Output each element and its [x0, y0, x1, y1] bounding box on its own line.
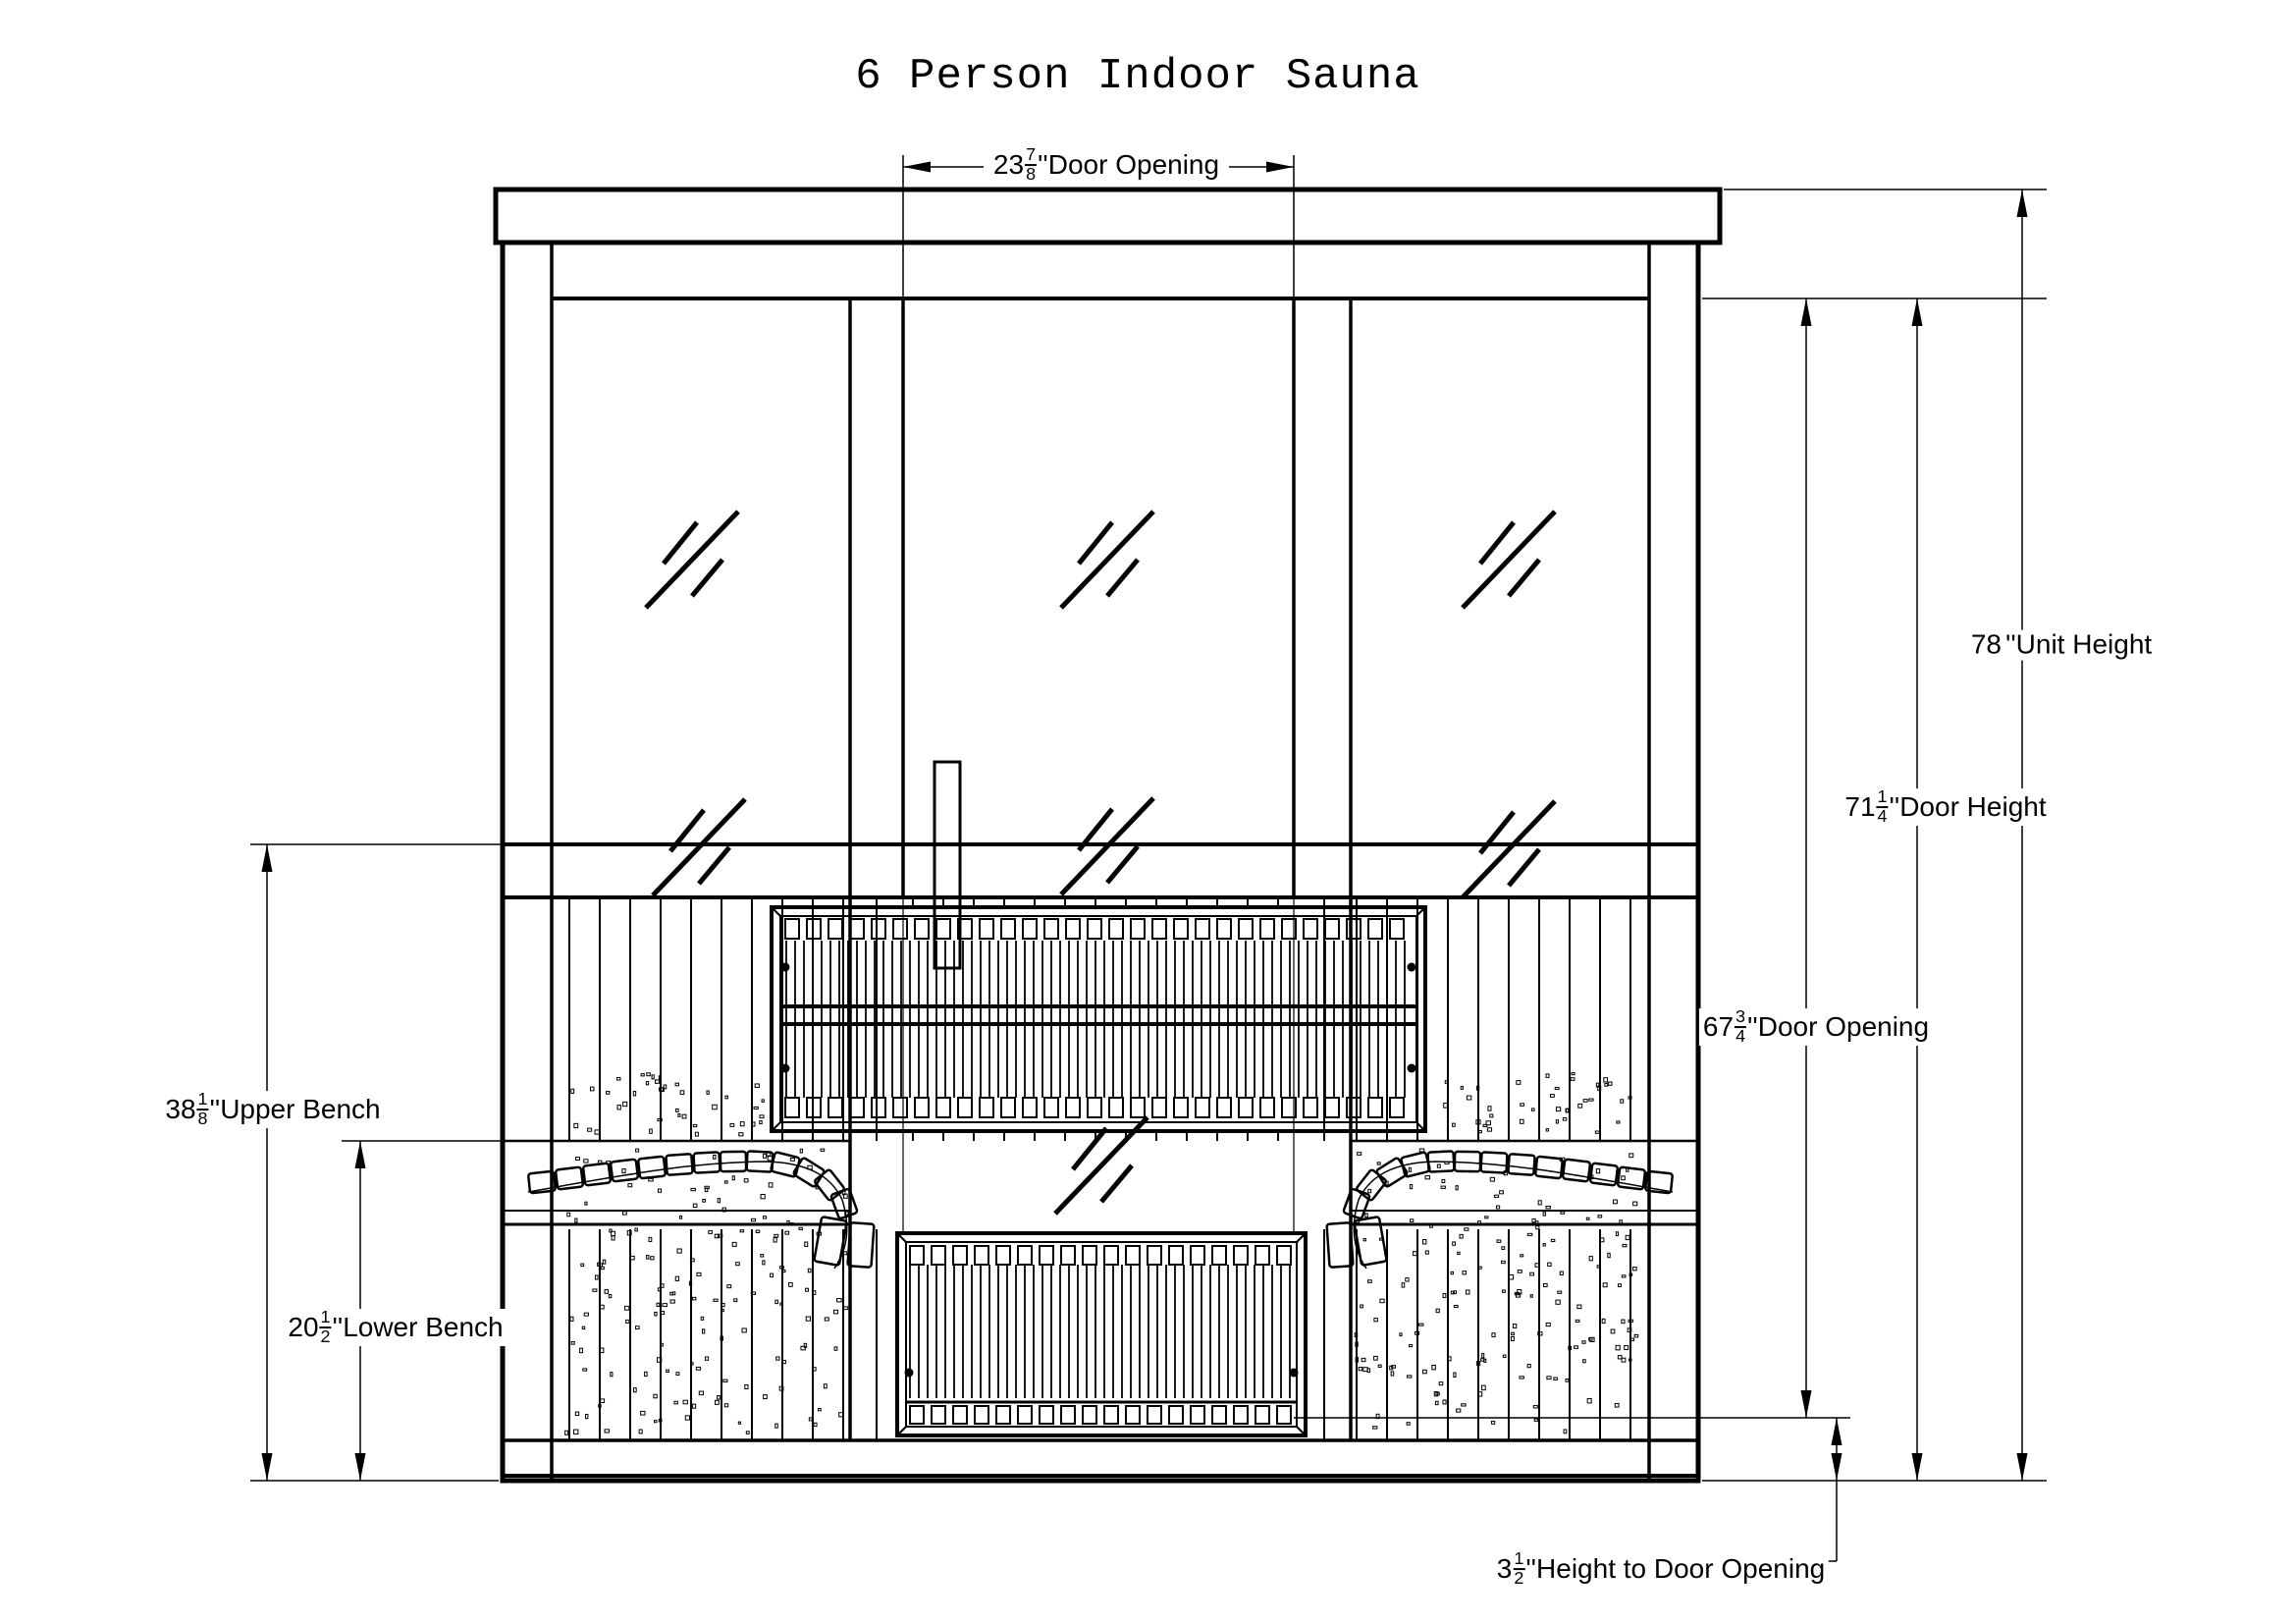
- upper-heater-guard-grid: [770, 905, 1427, 1133]
- drawing-title: 6 Person Indoor Sauna: [855, 52, 1420, 101]
- dim-value: 71: [1844, 790, 1876, 822]
- dim-value: 23: [992, 148, 1025, 180]
- dim-value: 3: [1496, 1552, 1513, 1584]
- dim-value: 67: [1702, 1010, 1735, 1042]
- sauna-structure: [493, 187, 1723, 1484]
- backrest-left: [503, 1139, 876, 1270]
- dimension-lines: [250, 155, 2047, 1562]
- glass-hatch-marks: [644, 510, 1557, 1216]
- lower-heater-guard-grid: [895, 1231, 1308, 1437]
- dim-label-unit-height: 78''Unit Height: [1966, 628, 2157, 661]
- dim-value: 20: [288, 1311, 319, 1342]
- dim-value: 78: [1970, 628, 2002, 660]
- wood-speckle-texture: [564, 1072, 1639, 1435]
- backrest-right: [1324, 1139, 1700, 1271]
- dim-value: 38: [165, 1093, 196, 1124]
